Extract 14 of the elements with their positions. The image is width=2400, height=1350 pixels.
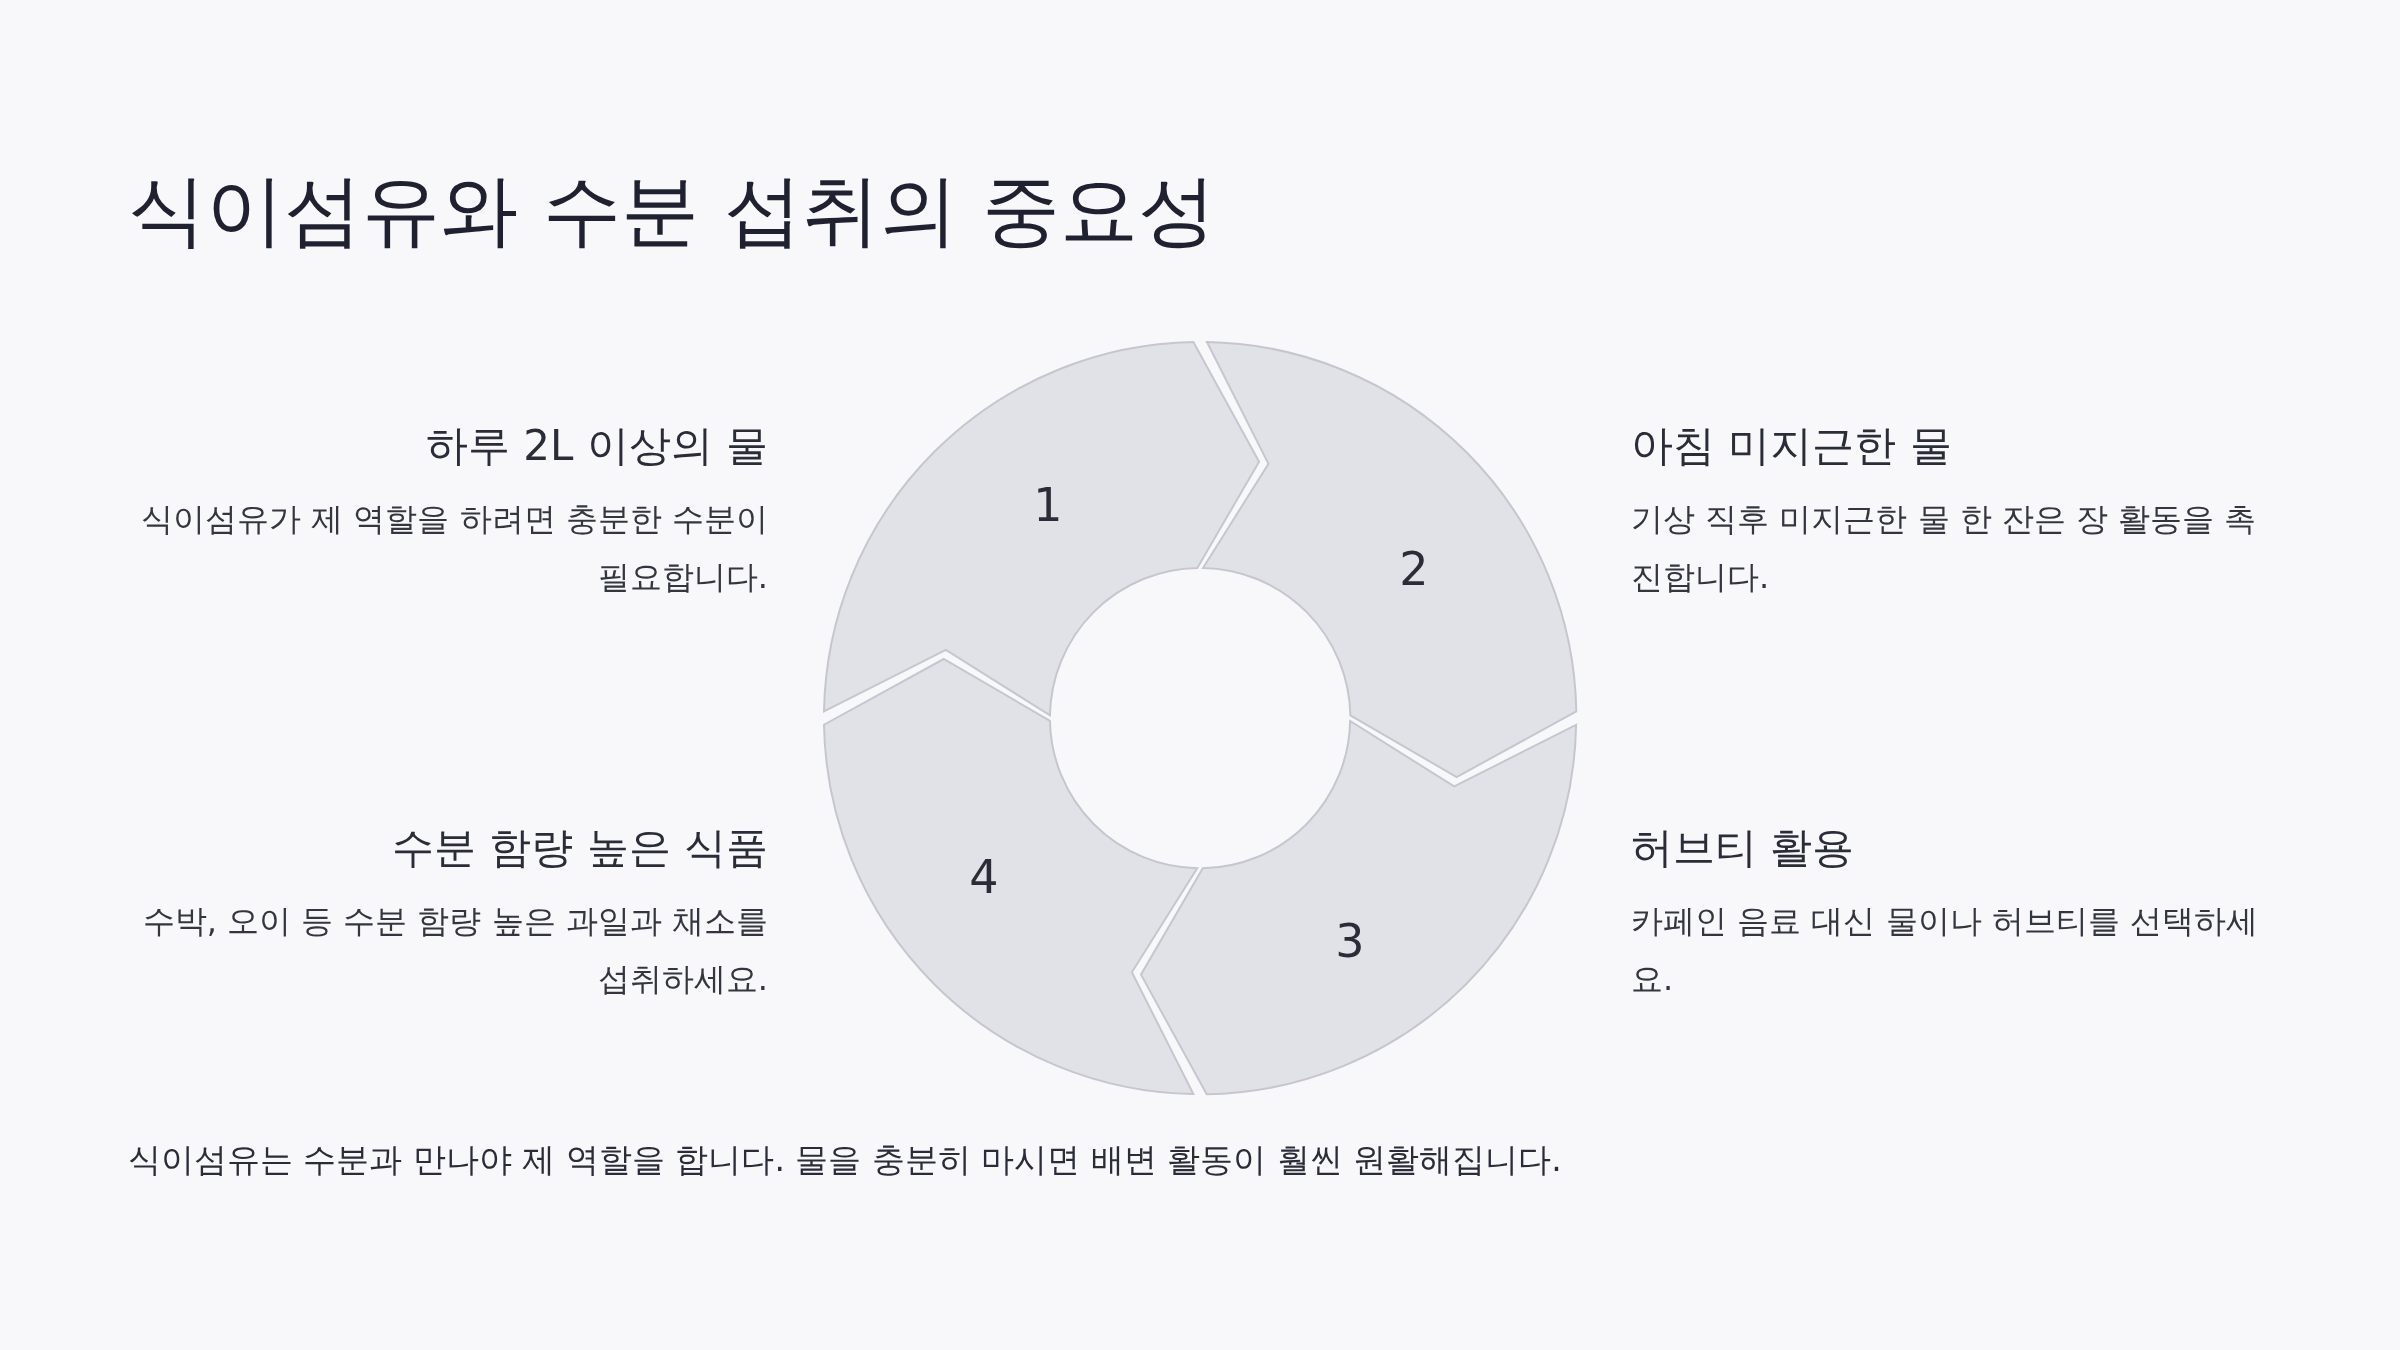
step-description: 카페인 음료 대신 물이나 허브티를 선택하세요.	[1631, 901, 2259, 1000]
title: 식이섬유와 수분 섭취의 중요성	[128, 164, 1217, 257]
step-heading: 아침 미지근한 물	[1631, 420, 1953, 472]
step-heading: 하루 2L 이상의 물	[424, 420, 768, 472]
step-number: 3	[1335, 913, 1365, 969]
step-description: 식이섬유가 제 역할을 하려면 충분한 수분이 필요합니다.	[140, 499, 768, 598]
step-heading: 수분 함량 높은 식품	[390, 822, 768, 874]
step-number: 4	[969, 849, 999, 905]
caption: 식이섬유는 수분과 만나야 제 역할을 합니다. 물을 충분히 마시면 배변 활동이 훨씬 원활해집니다.	[128, 1139, 1562, 1181]
step-description: 수박, 오이 등 수분 함량 높은 과일과 채소를 섭취하세요.	[141, 901, 768, 1000]
step-number: 2	[1399, 541, 1429, 597]
step-number: 1	[1033, 477, 1063, 533]
step-heading: 허브티 활용	[1631, 822, 1856, 874]
step-description: 기상 직후 미지근한 물 한 잔은 장 활동을 촉진합니다.	[1631, 499, 2258, 598]
